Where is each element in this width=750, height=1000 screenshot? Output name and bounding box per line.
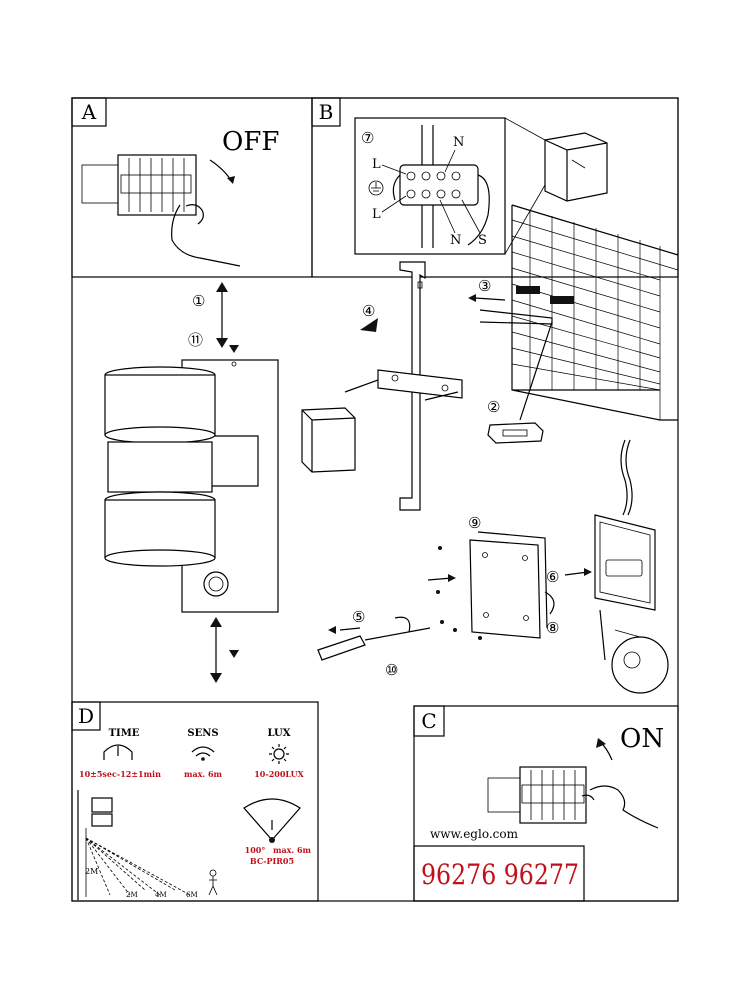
leader-l-top: [381, 164, 407, 175]
hand-c: [589, 785, 659, 829]
wall-plug: [487, 422, 544, 444]
distance-4m: 4M: [155, 891, 167, 899]
terminal-detail-box: [354, 117, 506, 255]
website: www.eglo.com: [430, 827, 519, 841]
junction-box: [301, 407, 356, 473]
panel-a-label-box: [71, 97, 107, 127]
terminal-block: [392, 125, 490, 248]
screw-right: [424, 391, 459, 401]
panel-b-label: B: [319, 100, 334, 124]
screwdriver-arrow: [339, 627, 361, 631]
step-3-marker: ③: [478, 277, 491, 295]
sens-title: SENS: [187, 728, 218, 739]
off-text: OFF: [222, 127, 279, 157]
panel-a: A OFF: [71, 97, 313, 278]
cover-plate: [469, 531, 548, 639]
hand-a: [171, 204, 241, 267]
screwdriver: [317, 627, 431, 661]
drill-arrow: [474, 297, 506, 301]
panel-d-frame: [71, 701, 319, 902]
panel-a-label: A: [81, 100, 97, 124]
plate-screws: [436, 546, 482, 640]
detector-range: max. 6m: [273, 845, 312, 855]
mounting-bracket: [377, 261, 463, 511]
lux-sun-icon: [269, 744, 289, 764]
leader-n-top: [444, 149, 456, 173]
time-title: TIME: [109, 728, 140, 739]
step-1-marker: ①: [192, 292, 205, 310]
time-icon: [103, 744, 133, 760]
breaker-panel-c: [487, 766, 587, 824]
panel-c-label: C: [421, 709, 436, 733]
drill-bit: [479, 309, 553, 325]
step-11-marker: ⑪: [188, 331, 203, 349]
screw-icon-top: [229, 345, 239, 353]
wall-lamp: [104, 359, 279, 613]
bracket-arrow: [360, 318, 378, 332]
terminal-s-bottom: S: [478, 233, 487, 248]
step-8-marker: ⑧: [546, 619, 559, 637]
brick-wall: [511, 204, 679, 421]
panel-c-label-box: [413, 705, 445, 737]
product-number-box: [413, 845, 585, 902]
wire-lead: [599, 609, 606, 661]
rotate-arrow-10: [394, 616, 411, 633]
screw-icon-bottom: [229, 650, 239, 658]
step-4-marker: ④: [362, 302, 375, 320]
terminal-n-bottom: N: [450, 233, 461, 248]
sens-value: max. 6m: [184, 769, 223, 779]
panel-c: C ON www.eglo.com 96276 96277: [413, 705, 679, 902]
lux-title: LUX: [268, 728, 291, 739]
leader-l-bottom: [381, 195, 407, 213]
on-arrow-head: [596, 738, 606, 748]
mount-height-label: 2M: [85, 867, 98, 876]
off-arrow-head: [227, 176, 235, 184]
panel-b-top-frame: [311, 97, 679, 278]
product-numbers: 96276 96277: [421, 858, 579, 891]
terminal-l-top: L: [372, 157, 381, 172]
time-value: 10±5sec-12±1min: [79, 769, 161, 779]
panel-d-label-box: [71, 701, 101, 731]
detail-callout-line: [504, 117, 546, 141]
lux-value: 10-200LUX: [254, 769, 304, 779]
panel-d: D TIME 10±5sec-12±1min SENS max. 6m LUX …: [71, 701, 319, 902]
distance-6m: 6M: [186, 891, 198, 899]
step-9-marker: ⑨: [468, 514, 481, 532]
step-5-marker: ⑤: [352, 608, 365, 626]
junction-box-wall: [544, 132, 608, 202]
mounting-height-diagram: [77, 790, 218, 900]
finger-a: [185, 204, 204, 225]
screw-left: [344, 379, 379, 393]
on-text: ON: [620, 724, 664, 754]
sensor-zoom-circle: [611, 636, 669, 694]
detector-model: BC-PIR05: [250, 856, 294, 866]
terminal-n-top: N: [453, 135, 464, 150]
open-junction-box: [594, 439, 656, 611]
detector-angle: 100°: [245, 845, 266, 855]
ground-symbol: [368, 180, 384, 196]
detection-fan-icon: [243, 798, 301, 843]
panel-b-label-box: [311, 97, 341, 127]
rotate-arrow-8: [544, 591, 555, 615]
step-7-marker: ⑦: [361, 129, 374, 147]
sensitivity-icon: [191, 746, 215, 761]
step-2-marker: ②: [487, 398, 500, 416]
terminal-l-bottom: L: [372, 207, 381, 222]
breaker-panel-a: [81, 154, 197, 216]
pencil: [519, 321, 553, 421]
distance-2m: 2M: [126, 891, 138, 899]
panel-d-label: D: [78, 704, 94, 728]
step-10-marker: ⑩: [385, 661, 398, 679]
step-6-marker: ⑥: [546, 568, 559, 586]
panel-b: B ⑦ L N L N S: [104, 97, 679, 694]
